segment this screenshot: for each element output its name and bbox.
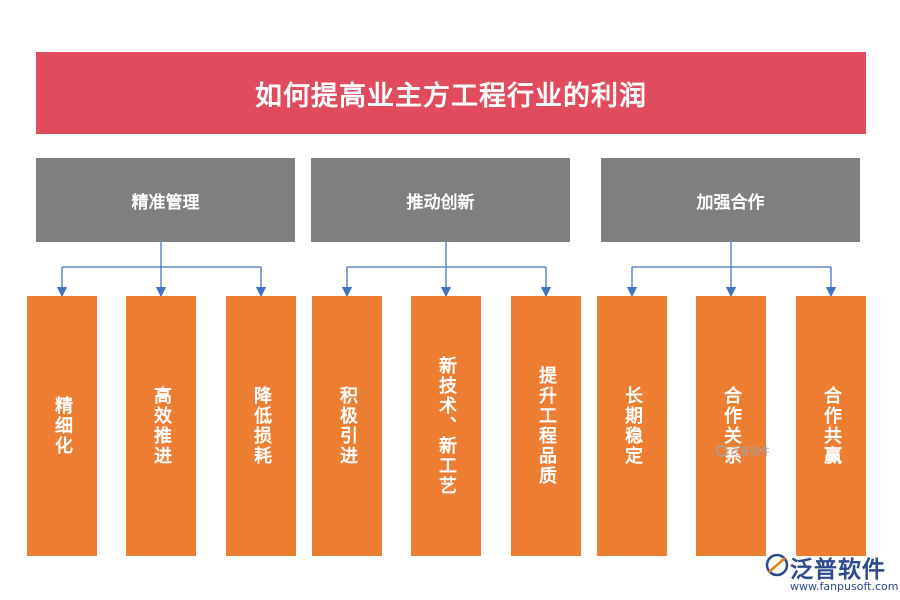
category-box-2: 推动创新: [311, 158, 570, 242]
category-box-3: 加强合作: [601, 158, 860, 242]
watermark-center: 泛普软件: [716, 443, 770, 458]
leaf-box-4: 积极引进: [312, 296, 382, 556]
brand-logo-icon: [765, 553, 789, 577]
leaf-box-2: 高效推进: [126, 296, 196, 556]
diagram-title: 如何提高业主方工程行业的利润: [36, 52, 866, 134]
leaf-box-5: 新技术、新工艺: [411, 296, 481, 556]
leaf-label: 长期稳定: [622, 386, 643, 466]
leaf-box-6: 提升工程品质: [511, 296, 581, 556]
leaf-label: 提升工程品质: [536, 366, 557, 486]
watermark-center-text: 泛普软件: [730, 447, 770, 458]
leaf-label: 新技术、新工艺: [436, 356, 457, 496]
watermark-logo-icon: [716, 444, 728, 457]
leaf-box-3: 降低损耗: [226, 296, 296, 556]
brand-url: www.fanpusoft.com: [790, 580, 899, 593]
leaf-box-7: 长期稳定: [597, 296, 667, 556]
leaf-box-8: 合作关系: [696, 296, 766, 556]
leaf-label: 降低损耗: [251, 386, 272, 466]
category-box-1: 精准管理: [36, 158, 295, 242]
leaf-label: 精细化: [52, 396, 73, 456]
brand-watermark: 泛普软件 www.fanpusoft.com: [760, 548, 900, 600]
leaf-label: 合作关系: [721, 386, 742, 466]
leaf-label: 高效推进: [151, 386, 172, 466]
leaf-box-1: 精细化: [27, 296, 97, 556]
leaf-box-9: 合作共赢: [796, 296, 866, 556]
brand-name: 泛普软件: [790, 557, 886, 583]
leaf-label: 积极引进: [337, 386, 358, 466]
leaf-label: 合作共赢: [821, 386, 842, 466]
